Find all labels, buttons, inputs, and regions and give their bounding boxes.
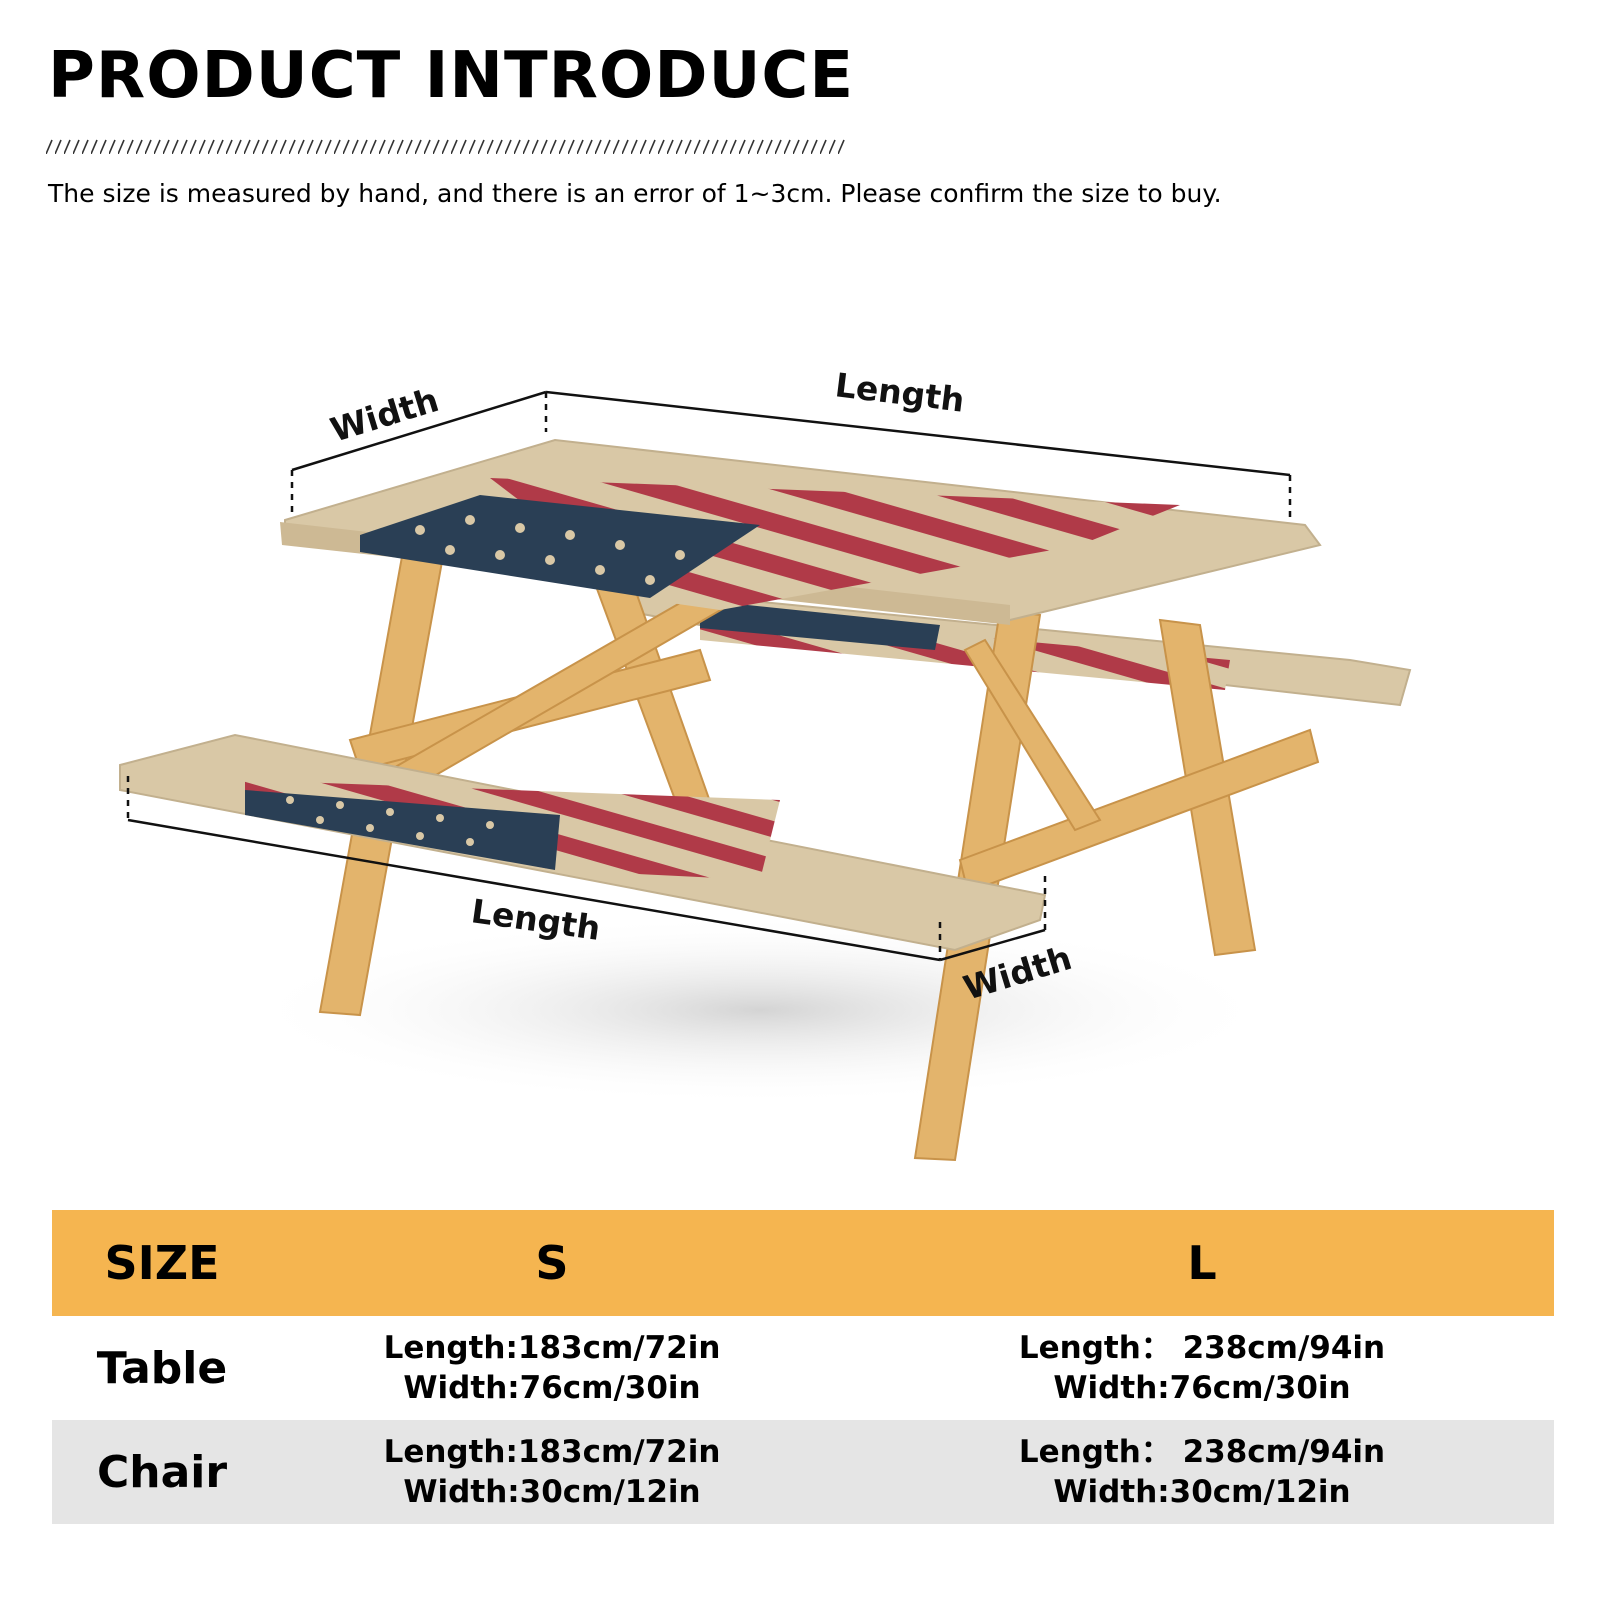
header-size: SIZE — [104, 1236, 220, 1290]
chair-s-length: Length:183cm/72in — [383, 1434, 721, 1470]
table-legs — [318, 538, 1320, 1162]
table-l-length: Length： 238cm/94in — [1018, 1330, 1386, 1366]
chair-s-width: Width:30cm/12in — [403, 1474, 701, 1510]
hatched-divider — [46, 138, 846, 154]
row-name-table: Table — [96, 1342, 228, 1394]
chair-row: Chair Length:183cm/72in Width:30cm/12in … — [52, 1420, 1554, 1524]
row-name-chair: Chair — [96, 1446, 228, 1498]
size-table: SIZE S L Table Length:183cm/72in Width:7… — [52, 1210, 1554, 1524]
header-s: S — [535, 1236, 569, 1290]
size-table-header: SIZE S L — [52, 1210, 1554, 1316]
table-s-length: Length:183cm/72in — [383, 1330, 721, 1366]
floor-shadow — [240, 915, 1280, 1105]
table-s-width: Width:76cm/30in — [403, 1370, 701, 1406]
table-length-label: Length — [833, 365, 967, 420]
picnic-table-illustration: Width Length Length Width — [119, 365, 1412, 1162]
chair-l-length: Length： 238cm/94in — [1018, 1434, 1386, 1470]
chair-l-width: Width:30cm/12in — [1053, 1474, 1351, 1510]
header-l: L — [1187, 1236, 1217, 1290]
stars-top — [415, 515, 685, 585]
table-row: Table Length:183cm/72in Width:76cm/30in … — [52, 1316, 1554, 1420]
stars-bench — [286, 796, 494, 846]
page-title: PRODUCT INTRODUCE — [48, 39, 855, 113]
table-top — [280, 438, 1322, 625]
front-bench — [119, 733, 1047, 952]
dimension-lines — [126, 390, 1292, 962]
table-l-width: Width:76cm/30in — [1053, 1370, 1351, 1406]
size-disclaimer: The size is measured by hand, and there … — [48, 179, 1222, 208]
table-width-label: Width — [326, 380, 443, 450]
